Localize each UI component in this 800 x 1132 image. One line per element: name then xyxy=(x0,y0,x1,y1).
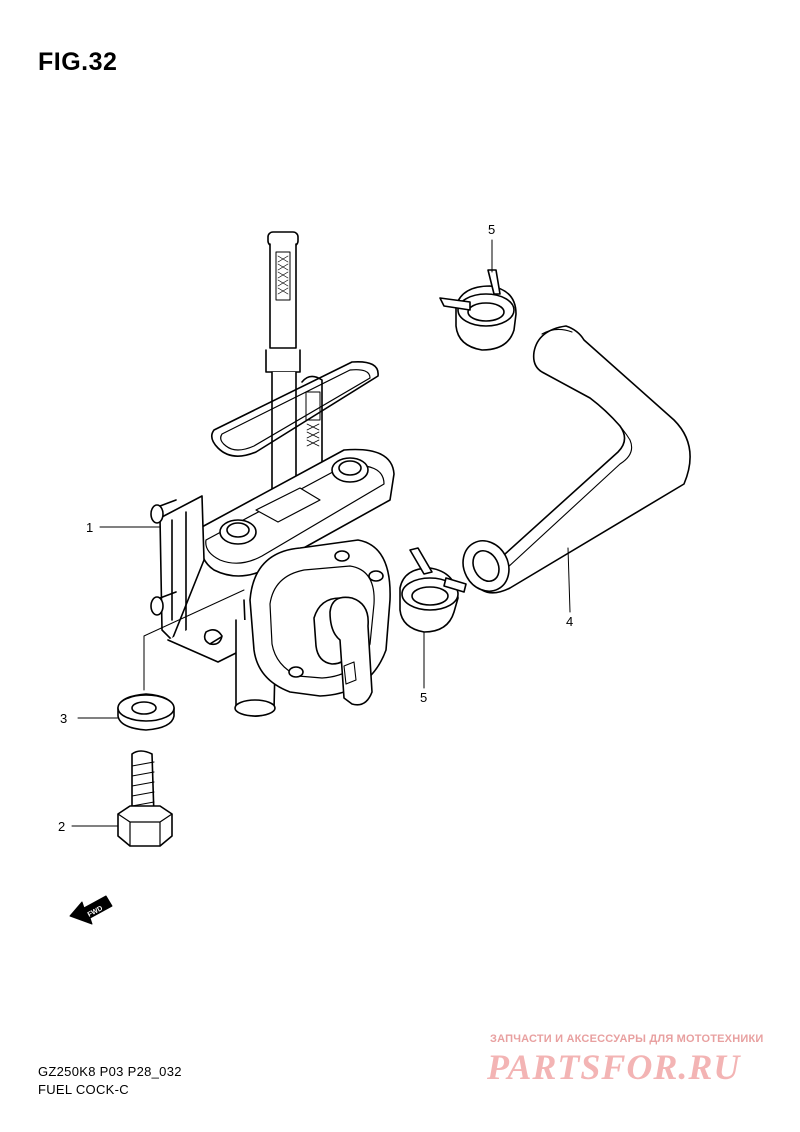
diagram-name: FUEL COCK-C xyxy=(38,1082,129,1097)
lever-handle-icon xyxy=(329,596,373,706)
watermark-subtitle: ЗАПЧАСТИ И АКСЕССУАРЫ ДЛЯ МОТОТЕХНИКИ xyxy=(490,1033,764,1045)
callout-2: 2 xyxy=(58,819,65,834)
callout-1: 1 xyxy=(86,520,93,535)
washer[interactable] xyxy=(117,693,175,731)
leader-lines xyxy=(71,239,571,827)
callout-5-bottom: 5 xyxy=(420,690,427,705)
watermark-brand: PARTSFOR.RU xyxy=(487,1047,741,1087)
fuel-cock-assembly[interactable] xyxy=(150,231,395,717)
hose-clip-top[interactable] xyxy=(439,269,517,351)
valve-body xyxy=(150,495,277,717)
callout-3: 3 xyxy=(60,711,67,726)
diagram-code: GZ250K8 P03 P28_032 xyxy=(38,1064,182,1079)
callout-4: 4 xyxy=(566,614,573,629)
hose-clip-bottom[interactable] xyxy=(399,547,467,633)
figure-title: FIG.32 xyxy=(38,48,118,76)
callout-5-top: 5 xyxy=(488,222,495,237)
mounting-flange xyxy=(198,448,395,577)
fwd-arrow-icon: FWD xyxy=(69,895,113,925)
screw[interactable] xyxy=(117,750,173,847)
o-ring-gasket xyxy=(210,360,379,457)
fuel-hose[interactable] xyxy=(454,325,691,599)
